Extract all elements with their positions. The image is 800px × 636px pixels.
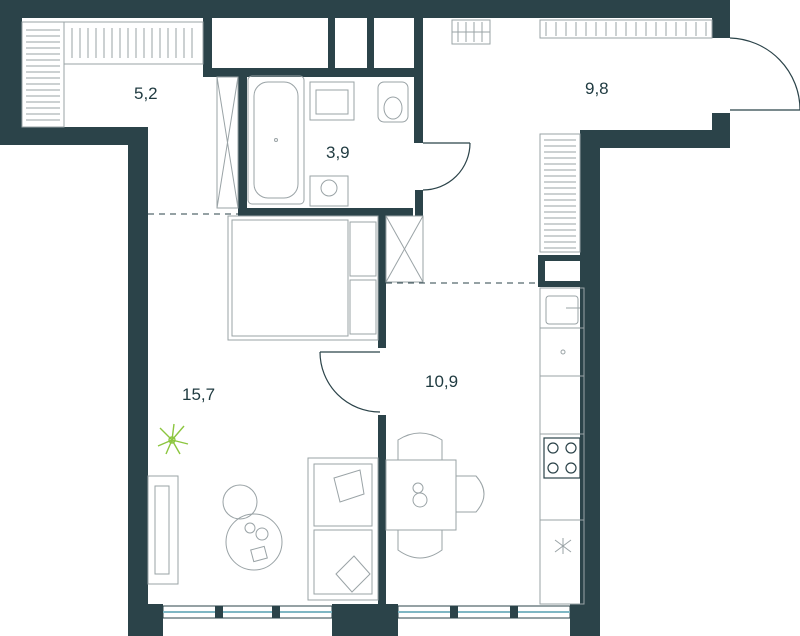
bathroom-fixtures xyxy=(216,75,471,209)
bedroom xyxy=(147,213,424,585)
bathroom-area: 3,9 xyxy=(326,143,350,162)
shelf-hatching xyxy=(26,22,707,249)
kitchen-living-area: 10,9 xyxy=(425,372,458,391)
plant-icon xyxy=(157,423,189,455)
walls xyxy=(0,0,730,636)
storage-area: 5,2 xyxy=(134,84,158,103)
bedroom-area: 15,7 xyxy=(182,385,215,404)
loggia-area: 9,8 xyxy=(585,79,609,98)
sofa xyxy=(307,457,379,601)
windows xyxy=(162,605,571,619)
storage-shelves xyxy=(21,21,204,128)
kitchen xyxy=(385,287,585,605)
